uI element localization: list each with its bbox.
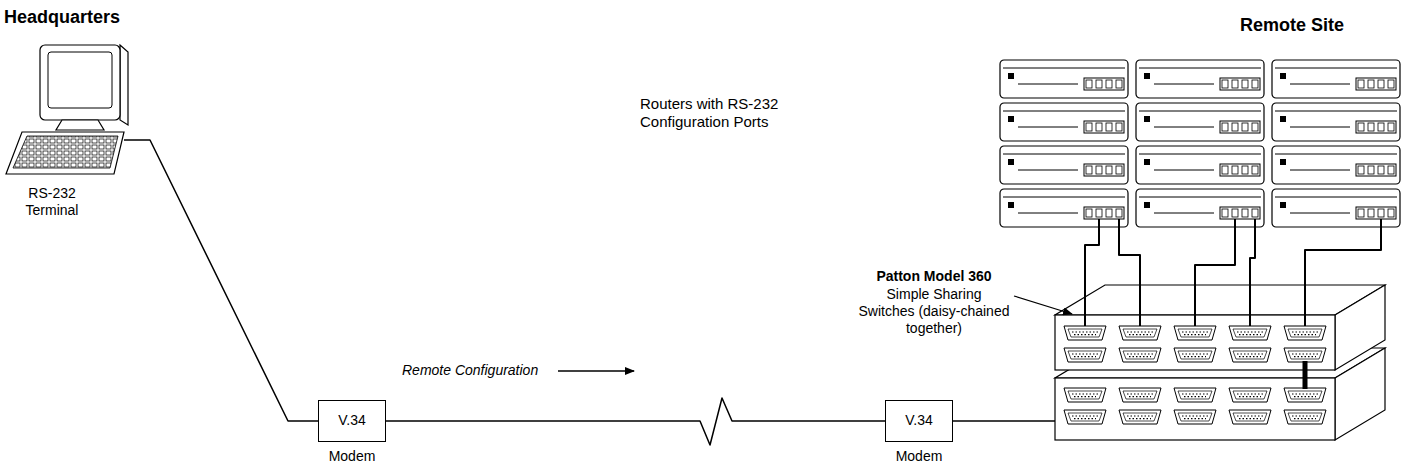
db25-port [1119, 388, 1161, 402]
router-group: Routers with RS-232 Configuration Ports [1000, 60, 1400, 219]
product-description: Simple Sharing Switches (daisy-chained t… [858, 286, 1010, 337]
db25-port [1174, 410, 1216, 424]
modem-standard: V.34 [338, 412, 366, 429]
router [1000, 103, 1128, 141]
router-stack [1000, 60, 1400, 227]
flow-label: Remote Configuration [402, 362, 538, 379]
serial-line [953, 420, 1055, 422]
router [1136, 189, 1264, 227]
db25-port [1064, 410, 1106, 424]
switch-group: Patton Model 360Simple Sharing Switches … [1055, 326, 1335, 440]
db25-port [1119, 326, 1161, 340]
db25-port [1229, 348, 1271, 362]
db25-port [1284, 388, 1326, 402]
router [1272, 60, 1400, 98]
sharing-switch [1055, 285, 1385, 370]
db25-port [1174, 326, 1216, 340]
modem-box: V.34Modem [318, 400, 386, 442]
computer-terminal [6, 45, 135, 174]
product-name: Patton Model 360 [858, 268, 1010, 285]
daisy-chain-cable [1303, 361, 1308, 389]
db25-port [1229, 326, 1271, 340]
direction-arrow [558, 370, 634, 372]
router [1000, 189, 1128, 227]
site-heading: Remote Site [1240, 14, 1344, 36]
device-label: Modem [896, 448, 943, 465]
router [1000, 60, 1128, 98]
router [1136, 60, 1264, 98]
leader-arrow [1014, 296, 1072, 314]
config-cable [1119, 219, 1140, 326]
db25-port [1284, 348, 1326, 362]
config-cable [1085, 219, 1099, 326]
db25-port [1284, 410, 1326, 424]
db25-port [1064, 326, 1106, 340]
site-heading: Headquarters [4, 6, 120, 28]
phone-line [386, 398, 885, 445]
router [1136, 146, 1264, 184]
device-label: Modem [329, 448, 376, 465]
config-cable [1305, 219, 1381, 326]
device-label: RS-232 Terminal [7, 185, 97, 219]
config-cable [1250, 219, 1255, 326]
serial-line [135, 140, 318, 421]
router [1000, 146, 1128, 184]
terminal-node: RS-232 Terminal [5, 40, 135, 228]
db25-port [1119, 410, 1161, 424]
router [1272, 146, 1400, 184]
db25-port [1064, 348, 1106, 362]
modem-standard: V.34 [905, 412, 933, 429]
db25-port [1229, 410, 1271, 424]
db25-port [1284, 326, 1326, 340]
router [1272, 103, 1400, 141]
db25-port [1174, 388, 1216, 402]
db25-port [1064, 388, 1106, 402]
db25-port [1174, 348, 1216, 362]
config-cable [1195, 219, 1235, 326]
db25-port [1119, 348, 1161, 362]
db25-port [1229, 388, 1271, 402]
router [1136, 103, 1264, 141]
group-label: Routers with RS-232 Configuration Ports [640, 95, 840, 131]
modem-box: V.34Modem [885, 400, 953, 442]
